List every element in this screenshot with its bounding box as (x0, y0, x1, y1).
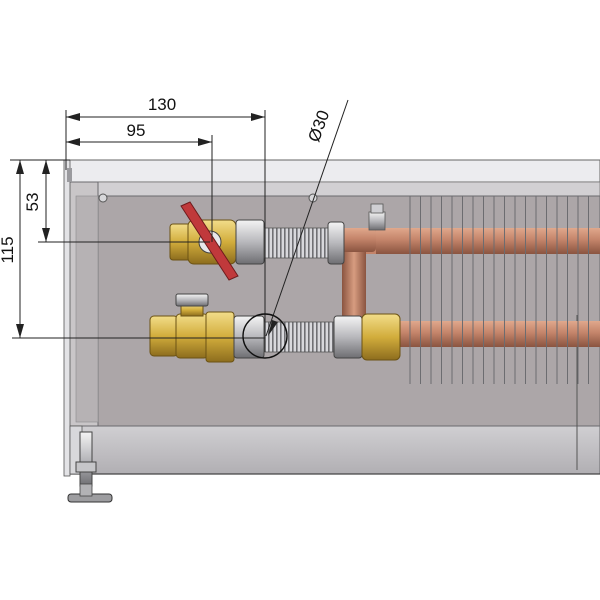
foot-screw (79, 431, 93, 487)
valve-handle-icon (180, 201, 239, 281)
rail-screw-left (98, 193, 108, 203)
lower-hose (263, 321, 337, 353)
housing-left-flange (63, 159, 71, 477)
lower-valve-body (175, 313, 209, 359)
foot-pad-neck (79, 483, 93, 497)
heat-exchanger-fins (409, 196, 589, 384)
arrow-115-top (16, 160, 24, 174)
convector-housing (63, 159, 600, 477)
dim-label-53: 53 (23, 193, 42, 212)
arrow-130-right (251, 113, 265, 121)
copper-pipe-upper (376, 228, 600, 254)
copper-riser (342, 248, 366, 323)
dimension-lines (10, 99, 349, 359)
diameter-leader-arrow (268, 320, 278, 336)
foot-nut (75, 461, 97, 473)
dim-label-95: 95 (127, 121, 146, 140)
arrow-95-right (198, 138, 212, 146)
housing-left-wall-inner (75, 195, 99, 423)
arrow-115-bottom (16, 324, 24, 338)
adjustable-foot (67, 425, 113, 503)
lower-valve-hex (205, 311, 235, 363)
arrow-53-bottom (42, 228, 50, 242)
lower-valve-assembly (149, 293, 401, 363)
lower-valve-cap (175, 293, 209, 307)
diameter-marker-circle (242, 313, 288, 359)
air-vent-body (368, 211, 386, 231)
housing-rail (65, 181, 600, 197)
air-vent-plug (368, 203, 386, 231)
rail-screws (98, 193, 318, 203)
upper-hose-end-nut (327, 221, 345, 265)
housing-top-lip (65, 159, 600, 183)
diameter-leader-line (265, 99, 349, 337)
upper-valve-nut (235, 219, 265, 265)
housing-bottom-band (65, 425, 600, 475)
arrow-53-top (42, 160, 50, 174)
air-vent-cap (370, 203, 384, 214)
lower-pipe-coupling (361, 313, 401, 361)
copper-pipe-lower (400, 321, 600, 347)
dim-label-115: 115 (0, 236, 17, 263)
dim-label-diameter: Ø30 (304, 108, 333, 145)
arrow-130-left (66, 113, 80, 121)
copper-pipework (336, 228, 600, 347)
housing-left-clip (67, 168, 72, 182)
arrow-95-left (66, 138, 80, 146)
dim-label-130: 130 (148, 95, 176, 114)
copper-riser-top-stub (336, 228, 376, 252)
lower-valve-inlet (149, 315, 179, 357)
lower-hose-end-nut (333, 315, 363, 359)
